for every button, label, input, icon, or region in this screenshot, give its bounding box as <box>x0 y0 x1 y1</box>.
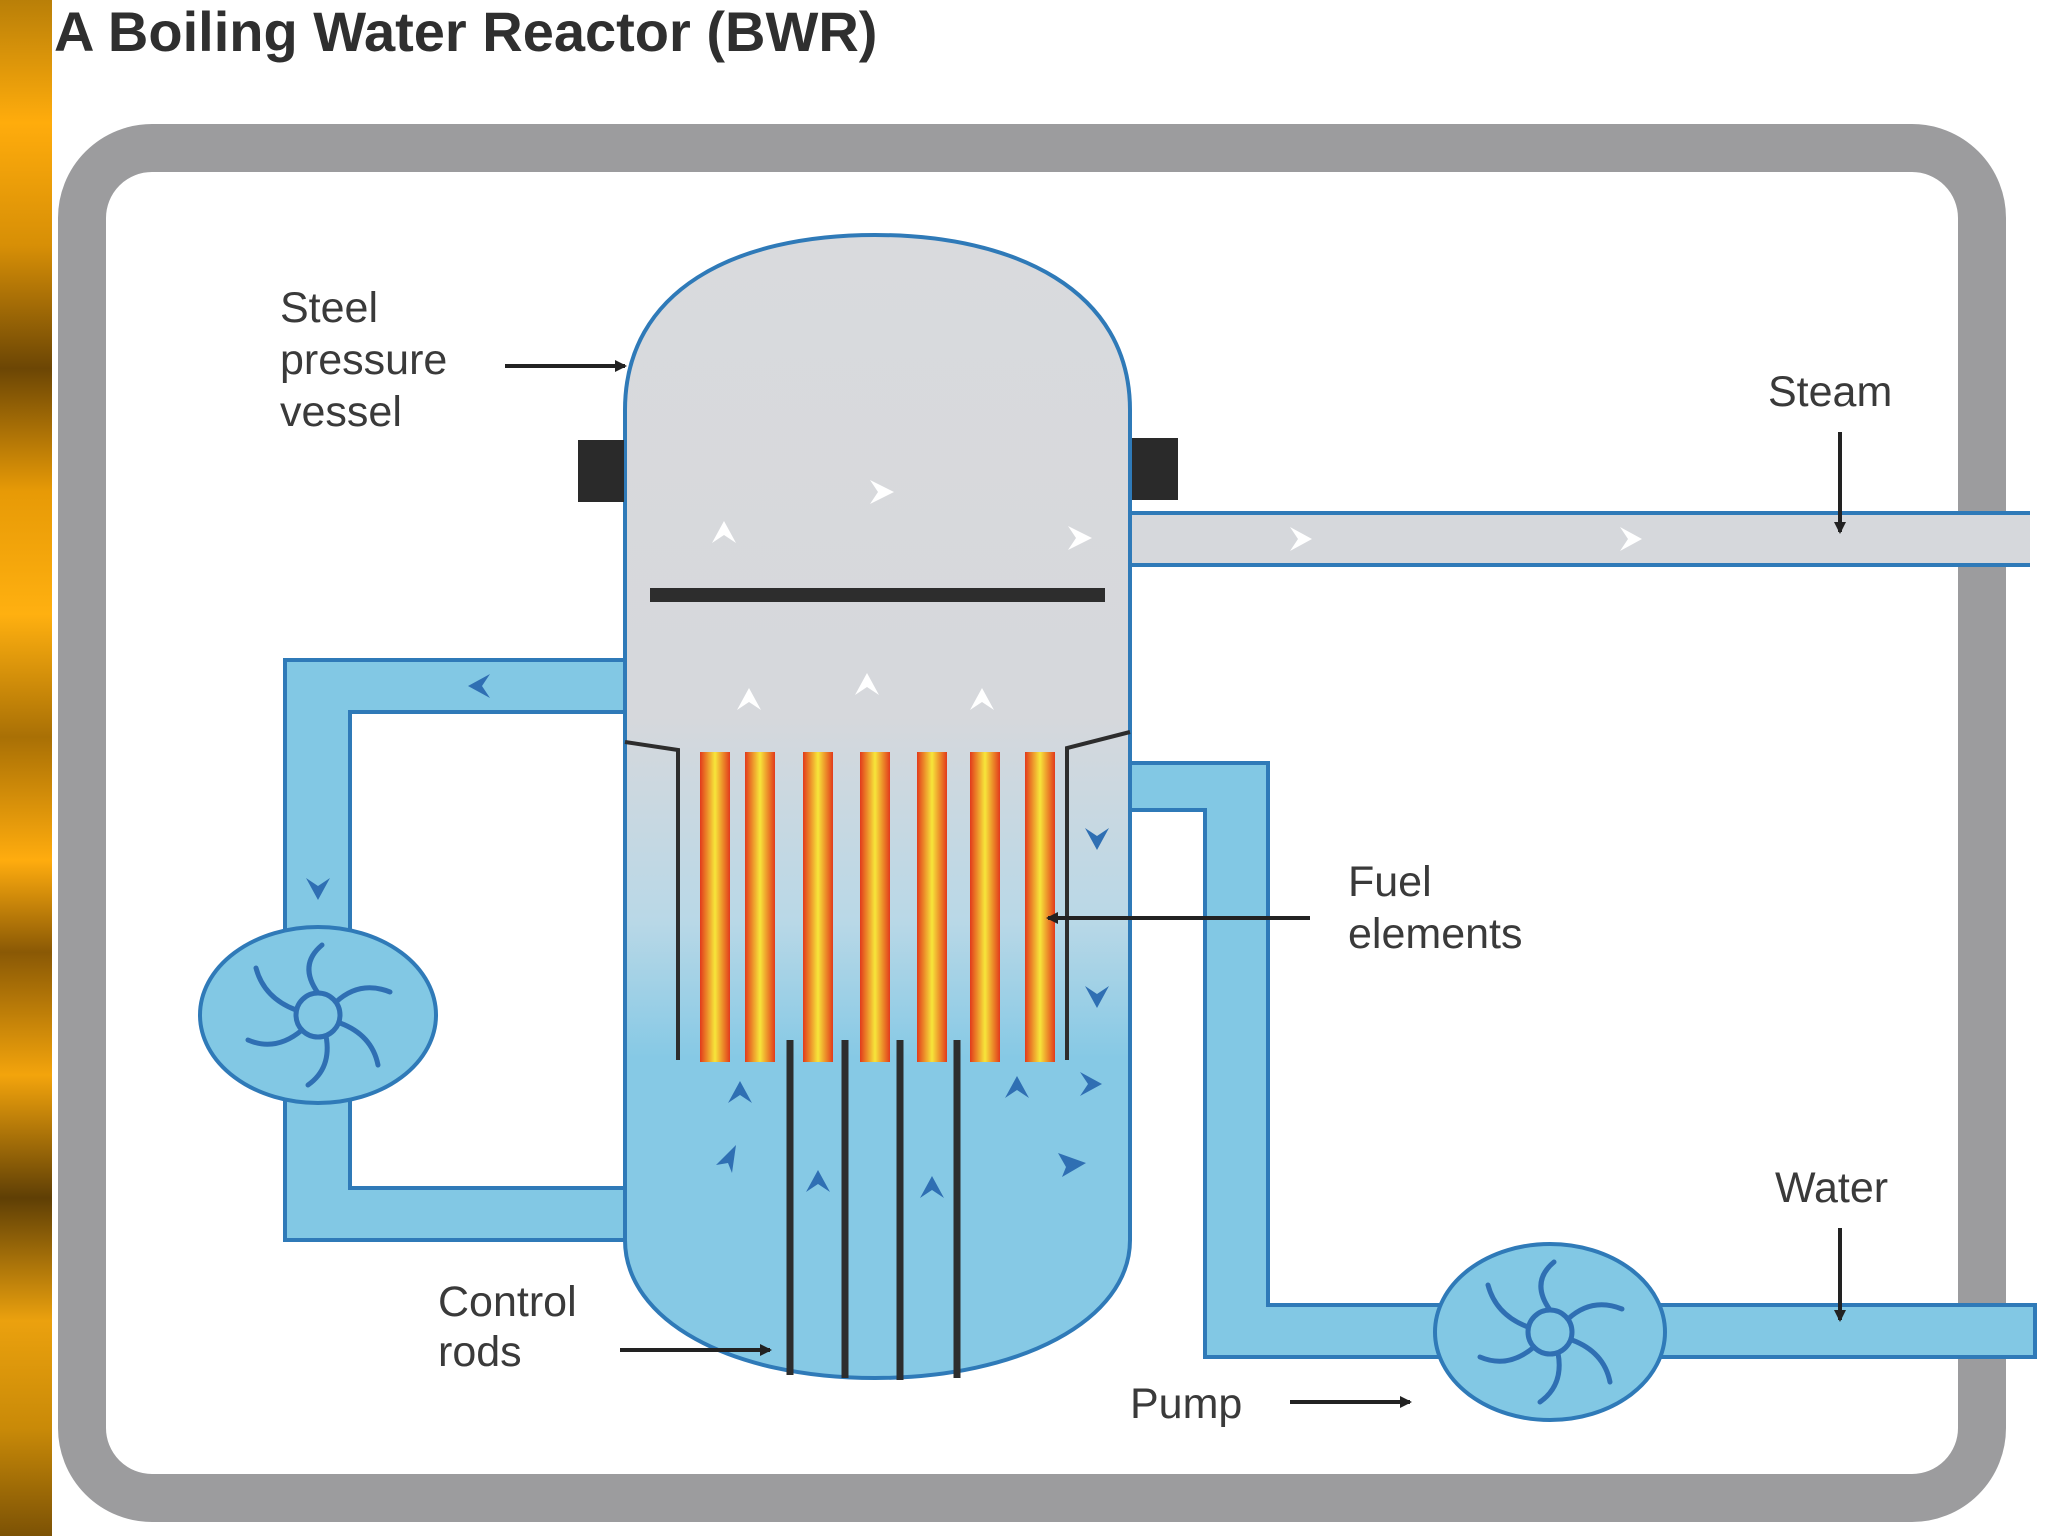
label-steam: Steam <box>1768 368 1892 416</box>
pump-impeller-icon <box>1477 1259 1625 1405</box>
label-steel-pressure-vessel-3: vessel <box>280 388 402 436</box>
label-steel-pressure-vessel-1: Steel <box>280 284 378 332</box>
label-control-rods-2: rods <box>438 1328 522 1376</box>
steam-separator-plate <box>650 588 1105 602</box>
feedwater-pipe <box>1123 761 2037 1359</box>
pump-impeller-icon <box>245 942 393 1088</box>
steam-flow-arrows <box>712 480 1092 710</box>
fuel-elements <box>700 752 1055 1062</box>
page-title: A Boiling Water Reactor (BWR) <box>54 0 878 63</box>
label-steel-pressure-vessel-2: pressure <box>280 336 447 384</box>
label-water: Water <box>1775 1164 1888 1212</box>
control-rods <box>786 1040 961 1380</box>
label-control-rods-1: Control <box>438 1278 577 1326</box>
label-pump: Pump <box>1130 1380 1242 1428</box>
label-pointers <box>505 360 1846 1408</box>
vessel-flange-right <box>1132 438 1178 500</box>
feedwater-pump <box>1433 1242 1667 1422</box>
vessel-flange-left <box>578 440 624 502</box>
pressure-vessel <box>578 232 1178 1381</box>
decorative-side-bar <box>0 0 52 1536</box>
recirculation-pump <box>198 925 438 1105</box>
label-fuel-elements-2: elements <box>1348 910 1522 958</box>
steam-pipe <box>1125 511 2030 567</box>
label-fuel-elements-1: Fuel <box>1348 858 1432 906</box>
water-flow-arrows <box>716 828 1109 1198</box>
